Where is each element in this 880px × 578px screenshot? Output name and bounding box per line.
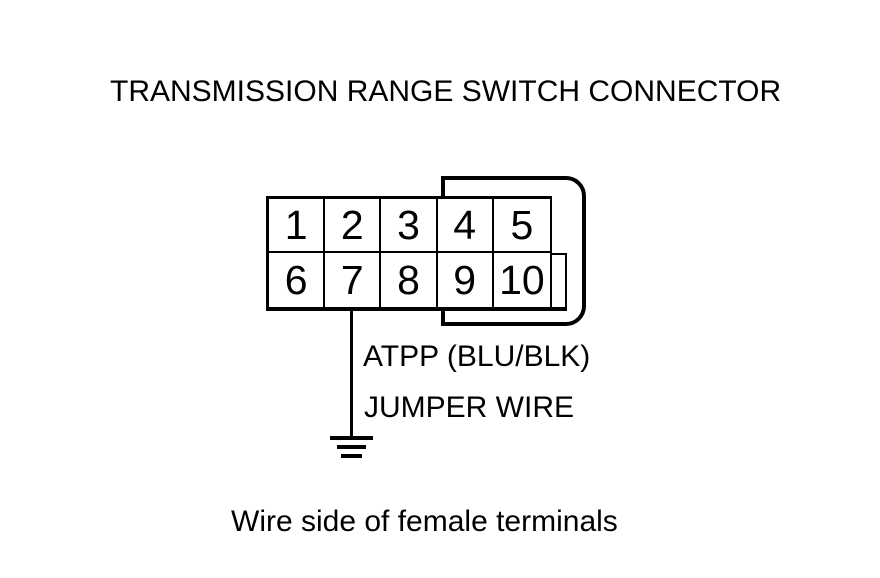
terminal-4: 4 (437, 199, 494, 253)
terminal-3: 3 (381, 199, 438, 253)
ground-bar-bottom (341, 454, 362, 458)
ground-icon (330, 436, 373, 458)
terminal-6: 6 (269, 253, 326, 307)
jumper-wire-label: JUMPER WIRE (364, 391, 574, 424)
ground-bar-top (330, 436, 373, 440)
terminal-2: 2 (325, 199, 382, 253)
diagram-title: TRANSMISSION RANGE SWITCH CONNECTOR (110, 75, 782, 108)
terminal-8: 8 (381, 253, 438, 307)
connector-keyway-slot (552, 253, 567, 311)
ground-bar-middle (337, 445, 366, 449)
terminal-9: 9 (438, 253, 494, 307)
wire-side-caption: Wire side of female terminals (231, 505, 618, 538)
terminal-grid: 1 2 3 4 5 6 7 8 9 10 (266, 196, 552, 311)
terminal-7: 7 (325, 253, 382, 307)
terminal-10: 10 (499, 256, 545, 303)
terminal-1: 1 (269, 199, 326, 253)
terminal-5: 5 (493, 199, 550, 253)
jumper-wire-line (350, 310, 353, 437)
wire-color-label: ATPP (BLU/BLK) (363, 340, 591, 373)
